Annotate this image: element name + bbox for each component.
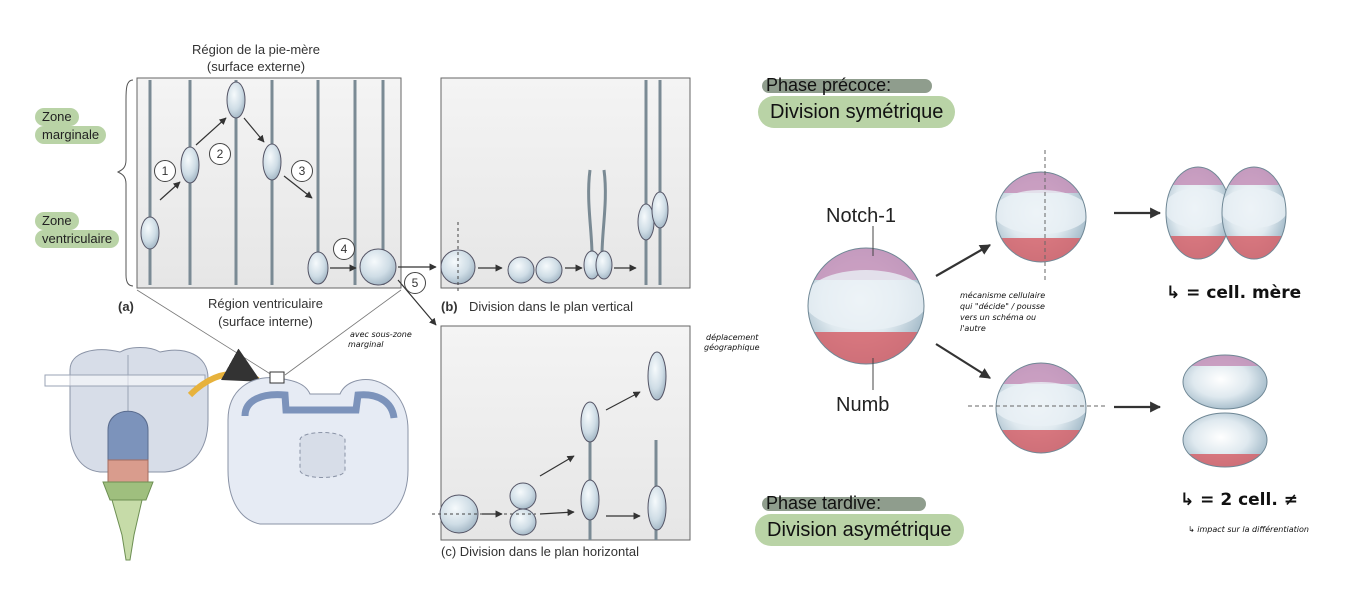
numb-label: Numb [836, 394, 890, 416]
mother-cell [807, 226, 925, 390]
panel-c-caption: (c) Division dans le plan horizontal [441, 544, 639, 559]
step-1: 1 [154, 160, 176, 182]
note-mechanism-3: vers un schéma ou [960, 313, 1037, 322]
note-two-cells: ↳ = 2 cell. ≠ [1180, 490, 1298, 510]
note-mechanism-2: qui "décide" / pousse [960, 302, 1045, 311]
daughter-cells-symmetric [1165, 166, 1287, 260]
pia-region-line2: (surface externe) [206, 59, 306, 74]
note-displacement-1: déplacement [706, 333, 759, 342]
ventricular-region-line2: (surface interne) [218, 314, 313, 329]
note-mother-cell: ↳ = cell. mère [1166, 283, 1302, 303]
migrating-cells-a [140, 81, 397, 286]
notch-label: Notch-1 [826, 205, 897, 227]
brain-illustration [44, 347, 409, 561]
zone-ventricular-pill-1: Zone [35, 212, 79, 230]
ventricular-region-line1: Région ventriculaire [208, 296, 323, 311]
note-subzone-2: marginal [348, 340, 384, 349]
panel-b-tissue [440, 77, 691, 289]
note-displacement-2: géographique [704, 343, 760, 352]
daughter-cells-asymmetric [1182, 354, 1268, 468]
panel-a-tissue [136, 77, 402, 289]
panel-a-label: (a) [118, 299, 134, 314]
symmetric-division-cell [995, 150, 1087, 282]
zone-marginal-pill-1: Zone [35, 108, 79, 126]
step-5: 5 [404, 272, 426, 294]
phase-early-title: Phase précoce: [766, 75, 892, 95]
panel-b-label: (b) [441, 299, 458, 314]
zone-marginal-pill-2: marginale [35, 126, 107, 144]
phase-early-highlight [762, 79, 932, 93]
pia-region-line1: Région de la pie-mère [192, 42, 320, 57]
note-impact: ↳ impact sur la différentiation [1188, 525, 1309, 534]
step-4: 4 [333, 238, 355, 260]
step-2: 2 [209, 143, 231, 165]
division-arrows [935, 207, 1162, 413]
asymmetric-division-cell [968, 362, 1108, 454]
note-mechanism-4: l'autre [960, 324, 986, 333]
panel-b-caption: Division dans le plan vertical [469, 299, 634, 314]
zone-brace [116, 79, 134, 287]
note-mechanism-1: mécanisme cellulaire [960, 291, 1046, 300]
dividing-cells-c [439, 351, 667, 536]
phase-late-title: Phase tardive: [766, 493, 882, 513]
phase-late-subtitle: Division asymétrique [755, 514, 964, 546]
note-subzone-1: avec sous-zone [350, 330, 412, 339]
phase-late-highlight [762, 497, 926, 511]
phase-early-subtitle: Division symétrique [758, 96, 956, 128]
step-3: 3 [291, 160, 313, 182]
zone-ventricular-pill-2: ventriculaire [35, 230, 120, 248]
radial-glia-fibers [148, 80, 385, 285]
